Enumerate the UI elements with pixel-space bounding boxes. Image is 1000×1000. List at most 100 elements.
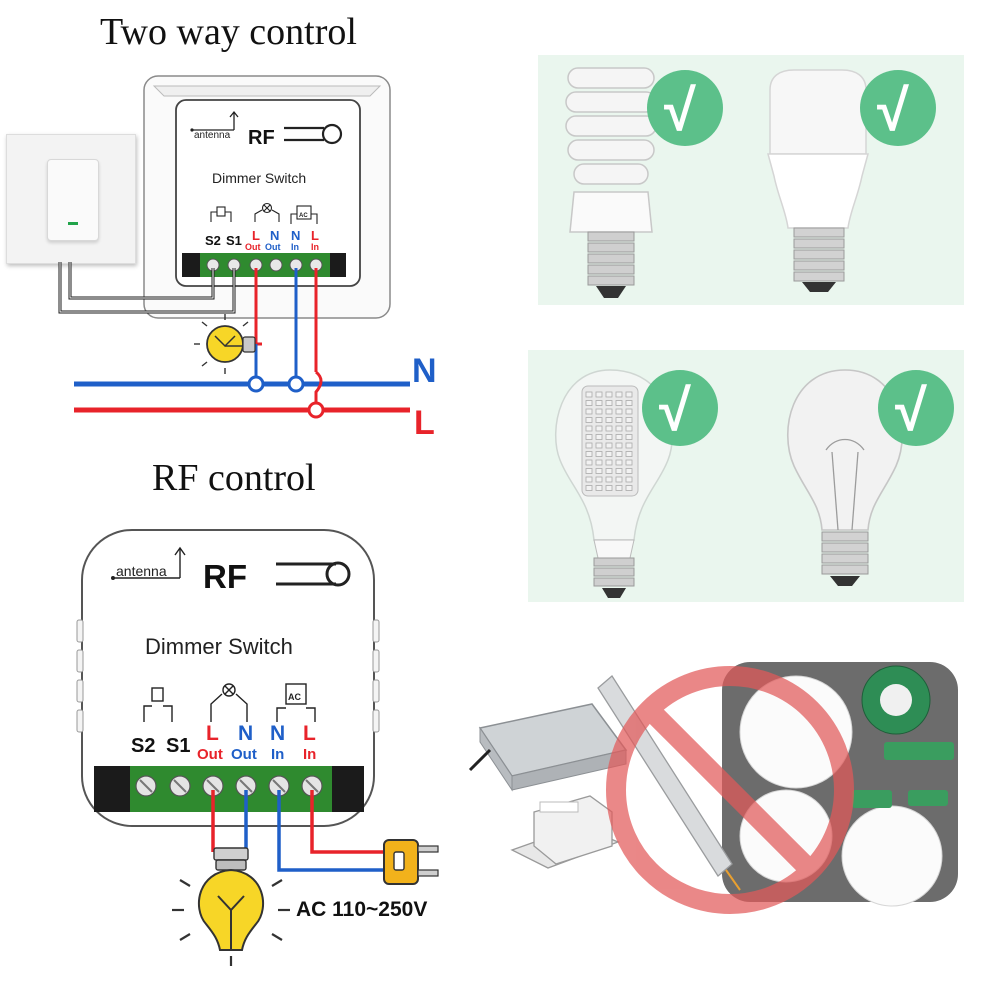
corn-led-chip bbox=[585, 468, 593, 474]
bottom-terminal-lin-label: L bbox=[303, 722, 316, 745]
top-device-name: Dimmer Switch bbox=[212, 170, 306, 186]
top-lin-junction bbox=[307, 401, 325, 419]
not-compatible-prohibition-icon bbox=[606, 666, 854, 914]
fluorescent-ballast bbox=[510, 795, 620, 869]
corn-led-chip bbox=[595, 417, 603, 423]
bottom-ac-symbol-label: AC bbox=[288, 692, 301, 702]
check-badge-3 bbox=[642, 370, 718, 446]
corn-led-chip bbox=[615, 425, 623, 432]
corn-led-chip bbox=[605, 468, 613, 474]
top-nin-junction bbox=[287, 375, 305, 393]
top-terminal-s2-label: S2 bbox=[205, 233, 221, 248]
bottom-terminal-lout-label: L bbox=[206, 722, 219, 745]
corn-led-chip bbox=[615, 485, 623, 491]
bottom-terminal-nin-label: N bbox=[270, 722, 285, 745]
two-way-wiring-diagram: antenna RF Dimmer Switch AC S2 S1 L Out … bbox=[58, 75, 410, 419]
check-badge-2 bbox=[860, 70, 936, 146]
corn-led-chip bbox=[585, 434, 593, 440]
bottom-terminal-screw-slots bbox=[139, 779, 319, 793]
corn-led-chip bbox=[595, 451, 603, 457]
corn-led-chip bbox=[615, 459, 623, 466]
corn-led-chip bbox=[605, 391, 613, 398]
check-mark-2: √ bbox=[877, 78, 909, 143]
corn-led-chip bbox=[585, 442, 593, 449]
led-driver-box bbox=[468, 703, 628, 792]
rf-control-wiring-diagram: antenna RF Dimmer Switch AC S2 S1 L Out … bbox=[76, 529, 439, 966]
check-mark-4: √ bbox=[895, 378, 927, 443]
corn-led-chip bbox=[625, 485, 633, 491]
bottom-rf-label: RF bbox=[203, 558, 247, 595]
bottom-terminal-s2-label: S2 bbox=[131, 735, 155, 757]
bottom-antenna-icon bbox=[111, 546, 186, 580]
top-rf-pairing-button-icon bbox=[284, 123, 343, 145]
top-switch-wires-inner bbox=[59, 262, 235, 313]
bottom-terminal-s1-label: S1 bbox=[166, 735, 190, 757]
corn-led-chip bbox=[595, 425, 603, 432]
check-mark-3: √ bbox=[659, 378, 691, 443]
bottom-device-name: Dimmer Switch bbox=[145, 634, 293, 659]
bottom-terminal-lout-sub: Out bbox=[197, 746, 223, 763]
wall-switch-rocker bbox=[47, 159, 99, 241]
wall-switch-led-indicator bbox=[68, 222, 78, 225]
bottom-ac-symbol-icon bbox=[276, 683, 316, 722]
corn-led-chip bbox=[585, 476, 593, 483]
incompatible-drivers-illustration bbox=[468, 662, 958, 914]
corn-led-chip bbox=[615, 400, 623, 406]
top-load-bulb-icon bbox=[194, 314, 256, 374]
corn-led-chip bbox=[595, 459, 603, 466]
corn-led-chip bbox=[605, 417, 613, 423]
top-terminal-strip bbox=[200, 253, 330, 277]
top-switch-symbol-icon bbox=[210, 206, 232, 222]
top-module-body bbox=[175, 99, 361, 287]
corn-led-chip bbox=[605, 459, 613, 466]
top-terminal-lout-sub: Out bbox=[245, 242, 261, 252]
corn-led-chip bbox=[615, 468, 623, 474]
corn-led-chip bbox=[585, 408, 593, 415]
corn-led-chip bbox=[595, 400, 603, 406]
top-terminal-nin-sub: In bbox=[291, 242, 299, 252]
ac-power-plug-icon bbox=[383, 839, 439, 885]
corn-led-chip bbox=[585, 391, 593, 398]
top-ac-symbol-icon bbox=[290, 205, 318, 224]
corn-led-chip bbox=[615, 442, 623, 449]
corn-led-chip bbox=[625, 468, 633, 474]
top-lin-crossover bbox=[314, 370, 323, 404]
led-corn-bulb bbox=[554, 369, 673, 598]
corn-led-chip bbox=[615, 434, 623, 440]
bottom-module-side-tabs bbox=[76, 619, 380, 733]
corn-led-chip bbox=[605, 434, 613, 440]
corn-led-chip bbox=[625, 442, 633, 449]
compatible-bulbs-illustration: √ √ √ √ bbox=[554, 67, 954, 598]
ac-voltage-label: AC 110~250V bbox=[296, 898, 428, 921]
wall-switch bbox=[6, 134, 136, 264]
bottom-antenna-label: antenna bbox=[116, 563, 167, 579]
top-terminal-lin-label: L bbox=[311, 228, 319, 243]
corn-led-chip bbox=[585, 425, 593, 432]
top-antenna-icon bbox=[190, 110, 239, 132]
corn-led-chip bbox=[605, 425, 613, 432]
neutral-mains-label: N bbox=[412, 352, 437, 390]
corn-led-chip bbox=[615, 391, 623, 398]
bottom-terminal-lin-sub: In bbox=[303, 746, 316, 763]
corn-led-chip bbox=[615, 417, 623, 423]
corn-led-chip bbox=[625, 434, 633, 440]
corn-led-chip bbox=[595, 391, 603, 398]
corn-led-chip bbox=[595, 408, 603, 415]
top-terminal-nin-label: N bbox=[291, 228, 300, 243]
bottom-module-body bbox=[81, 529, 375, 827]
top-terminal-nout-sub: Out bbox=[265, 242, 281, 252]
bottom-terminal-nin-sub: In bbox=[271, 746, 284, 763]
incandescent-bulb bbox=[787, 369, 903, 586]
top-terminal-lin-sub: In bbox=[311, 242, 319, 252]
bottom-terminal-nout-label: N bbox=[238, 722, 253, 745]
corn-led-chip bbox=[585, 400, 593, 406]
corn-led-chip bbox=[595, 442, 603, 449]
corn-led-chip bbox=[585, 451, 593, 457]
corn-led-chip bbox=[595, 476, 603, 483]
corn-led-chip bbox=[605, 442, 613, 449]
check-badge-1 bbox=[647, 70, 723, 146]
corn-led-chip bbox=[585, 485, 593, 491]
top-terminal-nout-label: N bbox=[270, 228, 279, 243]
cfl-spiral-bulb bbox=[565, 67, 657, 298]
round-led-pcb-boards bbox=[739, 665, 954, 907]
